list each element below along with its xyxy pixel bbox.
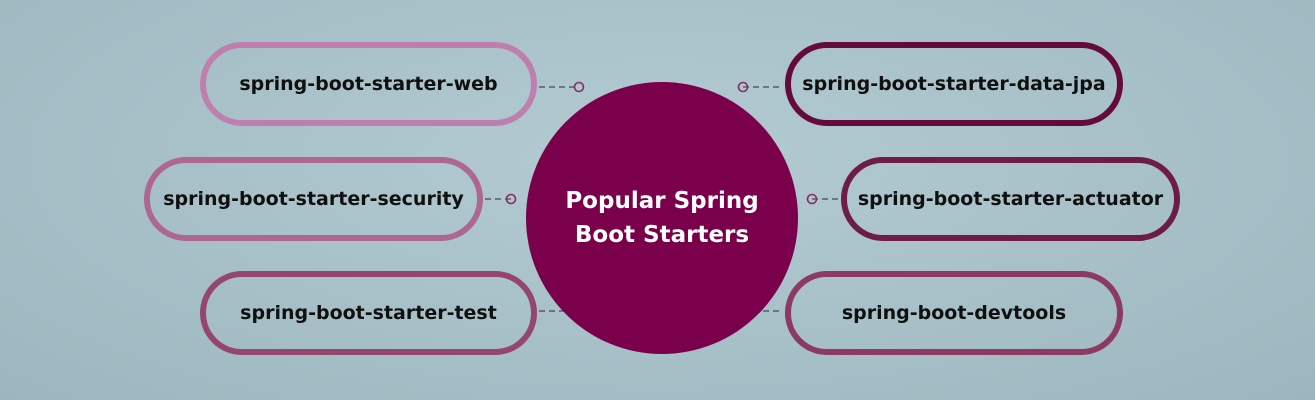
node-label: spring-boot-starter-security xyxy=(163,188,464,210)
node-spring-boot-starter-web: spring-boot-starter-web xyxy=(200,42,537,126)
node-label: spring-boot-starter-data-jpa xyxy=(802,73,1106,95)
node-spring-boot-starter-security: spring-boot-starter-security xyxy=(144,157,483,241)
node-spring-boot-starter-data-jpa: spring-boot-starter-data-jpa xyxy=(785,42,1123,126)
node-label: spring-boot-devtools xyxy=(841,302,1067,324)
connector-dot xyxy=(505,193,517,205)
node-spring-boot-starter-test: spring-boot-starter-test xyxy=(200,271,537,355)
center-title: Popular Spring Boot Starters xyxy=(565,188,759,248)
node-spring-boot-devtools: spring-boot-devtools xyxy=(785,271,1123,355)
center-node: Popular Spring Boot Starters xyxy=(526,82,798,354)
connector-dot xyxy=(737,81,749,93)
node-spring-boot-starter-actuator: spring-boot-starter-actuator xyxy=(841,157,1180,241)
connector-dot xyxy=(573,81,585,93)
node-label: spring-boot-starter-test xyxy=(240,302,497,324)
node-label: spring-boot-starter-web xyxy=(239,73,498,95)
node-label: spring-boot-starter-actuator xyxy=(857,188,1164,210)
connector-dot xyxy=(806,193,818,205)
